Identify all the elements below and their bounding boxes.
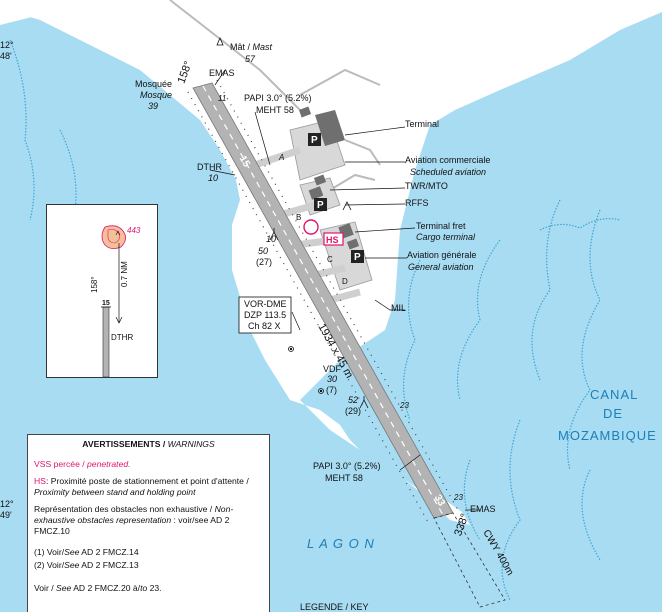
inset-thr: 15: [102, 300, 110, 307]
vor-line2: DZP 113.5: [244, 310, 286, 320]
twy-d-label: D: [342, 277, 348, 286]
rwy-num-23b: 23: [453, 493, 463, 502]
hotspot-circle: [303, 219, 319, 235]
inset-contour: [107, 229, 120, 244]
vor-line1: VOR-DME: [244, 299, 287, 309]
cargo-terminal-label: Cargo terminal: [416, 232, 476, 242]
canal-label-3: MOZAMBIQUE: [558, 428, 657, 443]
mast-label: Mât / Mast: [230, 42, 273, 52]
parking-icon-2: P: [317, 200, 324, 211]
terminal-fret-label: Terminal fret: [416, 221, 466, 231]
warning-obstacles: Représentation des obstacles non exhaust…: [34, 504, 234, 536]
inset-dthr: DTHR: [111, 333, 133, 342]
obstacle-50: 50: [258, 246, 268, 256]
mast-elev: 57: [245, 54, 256, 64]
vdf-7: (7): [326, 385, 337, 395]
emas-south-label: EMAS: [470, 504, 496, 514]
inset-elev: 443: [127, 226, 141, 235]
meht-north-label: MEHT 58: [256, 105, 294, 115]
parking-icon-3: P: [354, 252, 361, 263]
mil-label: MIL: [391, 303, 406, 313]
leader-lines: [209, 69, 480, 511]
lat-label-1: 12°: [0, 40, 14, 50]
warning-vss: VSS percée / penetrated.: [34, 459, 131, 469]
parking-icons: P P P: [308, 133, 364, 263]
warning-ref1: (1) Voir/See AD 2 FMCZ.14: [34, 547, 139, 557]
rffs-label: RFFS: [405, 198, 429, 208]
buildings: [298, 106, 360, 250]
obstacle-symbols: [216, 36, 369, 409]
rwy-thr-north: 15: [237, 154, 252, 170]
vdf-30: 30: [327, 374, 337, 384]
twy-c-label: C: [327, 255, 333, 264]
rwy-thr-south: 33: [432, 493, 447, 509]
inset-map: 443 0.7 NM 158° 15 DTHR: [46, 204, 158, 378]
papi-north-label: PAPI 3.0° (5.2%): [244, 93, 311, 103]
scheduled-aviation-label: Scheduled aviation: [410, 167, 486, 177]
inset-heading: 158°: [90, 276, 99, 293]
dthr-value: 10: [208, 173, 218, 183]
inset-distance: 0.7 NM: [120, 261, 129, 287]
hotspot-label: HS: [326, 235, 339, 245]
warnings-title: AVERTISSEMENTS / WARNINGS: [82, 439, 215, 449]
lat-label-2b: 49': [0, 510, 12, 520]
aviation-generale-label: Aviation générale: [407, 250, 476, 260]
lat-label-1b: 48': [0, 51, 12, 61]
obstacle-10: 10: [266, 234, 276, 244]
warning-ref3: Voir / See AD 2 FMCZ.20 à/to 23.: [34, 583, 162, 593]
mosque-label-en: Mosque: [140, 90, 172, 100]
rwy-num-23: 23: [399, 401, 409, 410]
mosque-elev: 39: [148, 101, 158, 111]
vor-line3: Ch 82 X: [248, 321, 281, 331]
lagon-label: L A G O N: [307, 536, 375, 551]
inset-runway: [102, 306, 110, 378]
obstacle-29: (29): [345, 406, 361, 416]
vdf-label: VDF: [323, 364, 342, 374]
warning-ref2: (2) Voir/See AD 2 FMCZ.13: [34, 560, 139, 570]
twy-b-label: B: [296, 213, 301, 222]
canal-label-1: CANAL: [590, 387, 638, 402]
parking-icon-1: P: [311, 135, 318, 146]
inset-hill: [101, 225, 126, 249]
clearway: [433, 512, 506, 608]
lat-label-2: 12°: [0, 499, 14, 509]
hotspot-box: [323, 232, 344, 246]
vor-dme-box: [238, 296, 292, 334]
left-shore: [0, 0, 90, 25]
inset-svg: 443 0.7 NM 158° 15 DTHR: [90, 225, 141, 378]
twy-a-label: A: [278, 153, 284, 162]
rwy-num-11: 11: [218, 94, 226, 103]
roads: [169, 0, 381, 191]
runway: [187, 79, 506, 608]
canal-label-2: DE: [603, 406, 623, 421]
legend-title: LEGENDE / KEY: [300, 602, 369, 612]
warnings-panel: AVERTISSEMENTS / WARNINGS VSS percée / p…: [27, 434, 270, 612]
emas-north-label: EMAS: [209, 68, 235, 78]
general-aviation-label: General aviation: [408, 262, 474, 272]
warning-hs: HS: Proximité poste de stationnement et …: [34, 476, 249, 497]
dthr-label: DTHR: [197, 162, 222, 172]
aviation-commerciale-label: Aviation commerciale: [405, 155, 490, 165]
meht-south-label: MEHT 58: [325, 473, 363, 483]
obstacle-27: (27): [256, 257, 272, 267]
papi-south-label: PAPI 3.0° (5.2%): [313, 461, 380, 471]
terminal-label: Terminal: [405, 119, 439, 129]
mosque-label: Mosquée: [135, 79, 172, 89]
twr-mto-label: TWR/MTO: [405, 181, 448, 191]
obstacle-52: 52: [348, 395, 358, 405]
